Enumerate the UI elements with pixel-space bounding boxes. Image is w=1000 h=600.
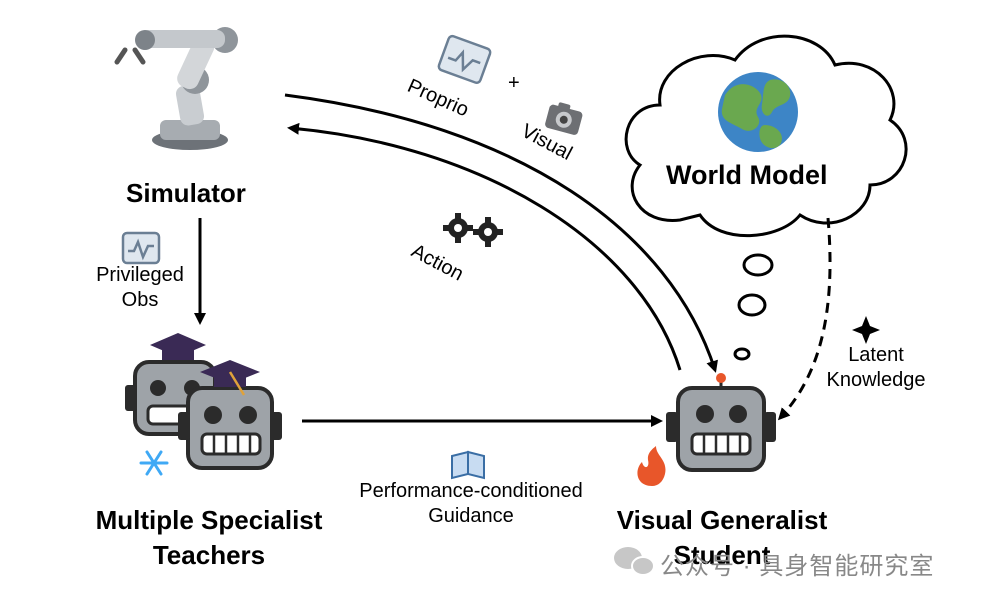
privileged-obs-label: Privileged Obs [85, 264, 195, 312]
teachers-label-line1: Multiple Specialist [95, 505, 323, 535]
thought-bubble [737, 293, 767, 317]
watermark-text: 公众号 · 具身智能研究室 [660, 553, 935, 580]
student-label: Visual Generalist Student [598, 505, 846, 571]
thought-bubble [742, 253, 774, 277]
snowflake-icon [139, 450, 169, 476]
fire-icon [637, 446, 666, 486]
monitor-chart-icon [121, 231, 161, 265]
latent-knowledge-line2: Knowledge [826, 369, 926, 391]
gears-icon [443, 213, 503, 247]
guidance-label: Performance-conditioned Guidance [330, 480, 612, 528]
globe-icon [718, 72, 798, 152]
arrow-sim-to-student [284, 93, 718, 373]
privileged-obs-line2: Obs [121, 289, 159, 311]
student-label-line1: Visual Generalist [616, 505, 828, 535]
simulator-label: Simulator [126, 178, 246, 208]
latent-knowledge-label: Latent Knowledge [808, 344, 944, 392]
teachers-label: Multiple Specialist Teachers [78, 505, 340, 571]
monitor-chart-icon [437, 34, 492, 85]
arrow-world-to-student [777, 217, 832, 421]
world-model-label: World Model [666, 160, 828, 190]
plus-label: + [508, 72, 520, 94]
latent-knowledge-line1: Latent [848, 344, 904, 366]
wechat-icon [614, 547, 655, 576]
book-icon [451, 450, 485, 480]
robot-head-icon [666, 373, 776, 472]
sparkle-icon [852, 316, 880, 344]
student-label-line2: Student [673, 540, 771, 570]
arrow-student-to-sim [287, 122, 682, 371]
robot-head-graduate-icon [178, 360, 282, 470]
teachers-label-line2: Teachers [152, 540, 266, 570]
camera-icon [545, 102, 583, 135]
privileged-obs-line1: Privileged [96, 264, 184, 286]
robot-arm-icon [114, 27, 238, 150]
guidance-line1: Performance-conditioned [359, 480, 583, 502]
guidance-line2: Guidance [428, 505, 514, 527]
thought-bubble [733, 347, 751, 361]
